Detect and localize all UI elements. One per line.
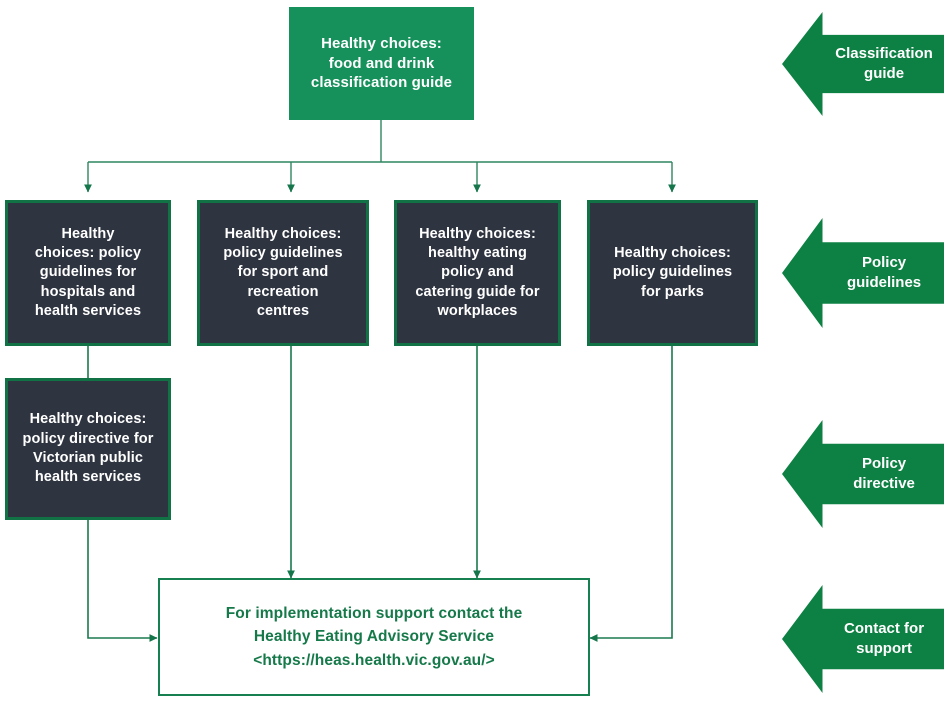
directive-line-4: health services — [34, 469, 142, 486]
directive-line-3: Victorian public — [32, 450, 144, 466]
node-contact-support[interactable]: For implementation support contact the H… — [158, 578, 590, 696]
sport-line-3: for sport and — [237, 264, 329, 281]
directive-line-1: Healthy choices: — [29, 411, 147, 428]
parks-line-2: policy guidelines — [612, 264, 733, 281]
connector-parks-to-contact — [589, 346, 673, 642]
directive-line-2: policy directive for — [22, 430, 154, 447]
hospitals-line-5: health services — [34, 302, 142, 319]
node-policy-directive-victorian-public-health-services[interactable]: Healthy choices: policy directive for Vi… — [5, 378, 171, 520]
workplaces-line-1: Healthy choices: — [419, 225, 536, 242]
node-policy-hospitals-text: Healthy choices: policy guidelines for h… — [35, 225, 141, 321]
legend-arrow-policy-directive-label: Policy directive — [826, 454, 943, 495]
node-policy-sport-recreation-text: Healthy choices: policy guidelines for s… — [223, 225, 342, 321]
workplaces-line-2: healthy eating — [428, 245, 527, 262]
workplaces-line-4: catering guide for — [415, 283, 540, 300]
contact-url[interactable]: <https://heas.health.vic.gov.au/> — [253, 651, 495, 669]
node-contact-support-text: For implementation support contact the H… — [226, 602, 523, 672]
node-classification-guide[interactable]: Healthy choices: food and drink classifi… — [289, 7, 474, 120]
legend-3-line-2: support — [856, 640, 912, 657]
legend-arrow-policy-guidelines-label: Policy guidelines — [826, 253, 943, 294]
hospitals-line-1: Healthy — [61, 225, 115, 242]
root-line-1: Healthy choices: — [321, 34, 442, 52]
legend-arrow-classification-guide-label: Classification guide — [826, 44, 943, 85]
contact-line-1: For implementation support contact the — [225, 605, 523, 623]
hospitals-line-2: choices: policy — [34, 245, 142, 262]
legend-3-line-1: Contact for — [844, 619, 925, 637]
legend-arrow-contact-for-support: Contact for support — [782, 585, 944, 693]
contact-line-2: Healthy Eating Advisory Service — [253, 628, 495, 646]
hospitals-line-3: guidelines for — [39, 264, 137, 281]
node-policy-directive-text: Healthy choices: policy directive for Vi… — [23, 410, 154, 487]
node-policy-hospitals[interactable]: Healthy choices: policy guidelines for h… — [5, 200, 171, 346]
legend-arrow-policy-directive: Policy directive — [782, 420, 944, 528]
legend-arrow-policy-guidelines: Policy guidelines — [782, 218, 944, 328]
hospitals-line-4: hospitals and — [40, 283, 136, 300]
node-policy-workplaces[interactable]: Healthy choices: healthy eating policy a… — [394, 200, 561, 346]
legend-0-line-1: Classification — [835, 44, 933, 62]
legend-1-line-1: Policy — [861, 253, 907, 271]
node-policy-sport-recreation[interactable]: Healthy choices: policy guidelines for s… — [197, 200, 369, 346]
node-policy-workplaces-text: Healthy choices: healthy eating policy a… — [415, 225, 539, 321]
parks-line-3: for parks — [641, 283, 704, 300]
legend-1-line-2: guidelines — [846, 274, 922, 291]
legend-arrow-contact-for-support-label: Contact for support — [826, 619, 943, 660]
parks-line-1: Healthy choices: — [614, 245, 731, 262]
node-classification-guide-text: Healthy choices: food and drink classifi… — [311, 34, 452, 94]
root-line-3: classification guide — [310, 74, 453, 92]
node-policy-parks-text: Healthy choices: policy guidelines for p… — [613, 244, 732, 302]
node-policy-parks[interactable]: Healthy choices: policy guidelines for p… — [587, 200, 758, 346]
legend-arrow-classification-guide: Classification guide — [782, 12, 944, 116]
workplaces-line-5: workplaces — [437, 302, 518, 319]
sport-line-1: Healthy choices: — [224, 225, 342, 242]
legend-2-line-2: directive — [853, 475, 915, 492]
root-line-2: food and drink — [328, 54, 435, 72]
connector-directive-to-contact — [87, 520, 158, 642]
sport-line-2: policy guidelines — [223, 245, 343, 262]
sport-line-5: centres — [256, 302, 310, 319]
workplaces-line-3: policy and — [441, 264, 514, 281]
legend-2-line-1: Policy — [861, 454, 907, 472]
sport-line-4: recreation — [247, 283, 319, 300]
legend-0-line-2: guide — [864, 65, 905, 82]
